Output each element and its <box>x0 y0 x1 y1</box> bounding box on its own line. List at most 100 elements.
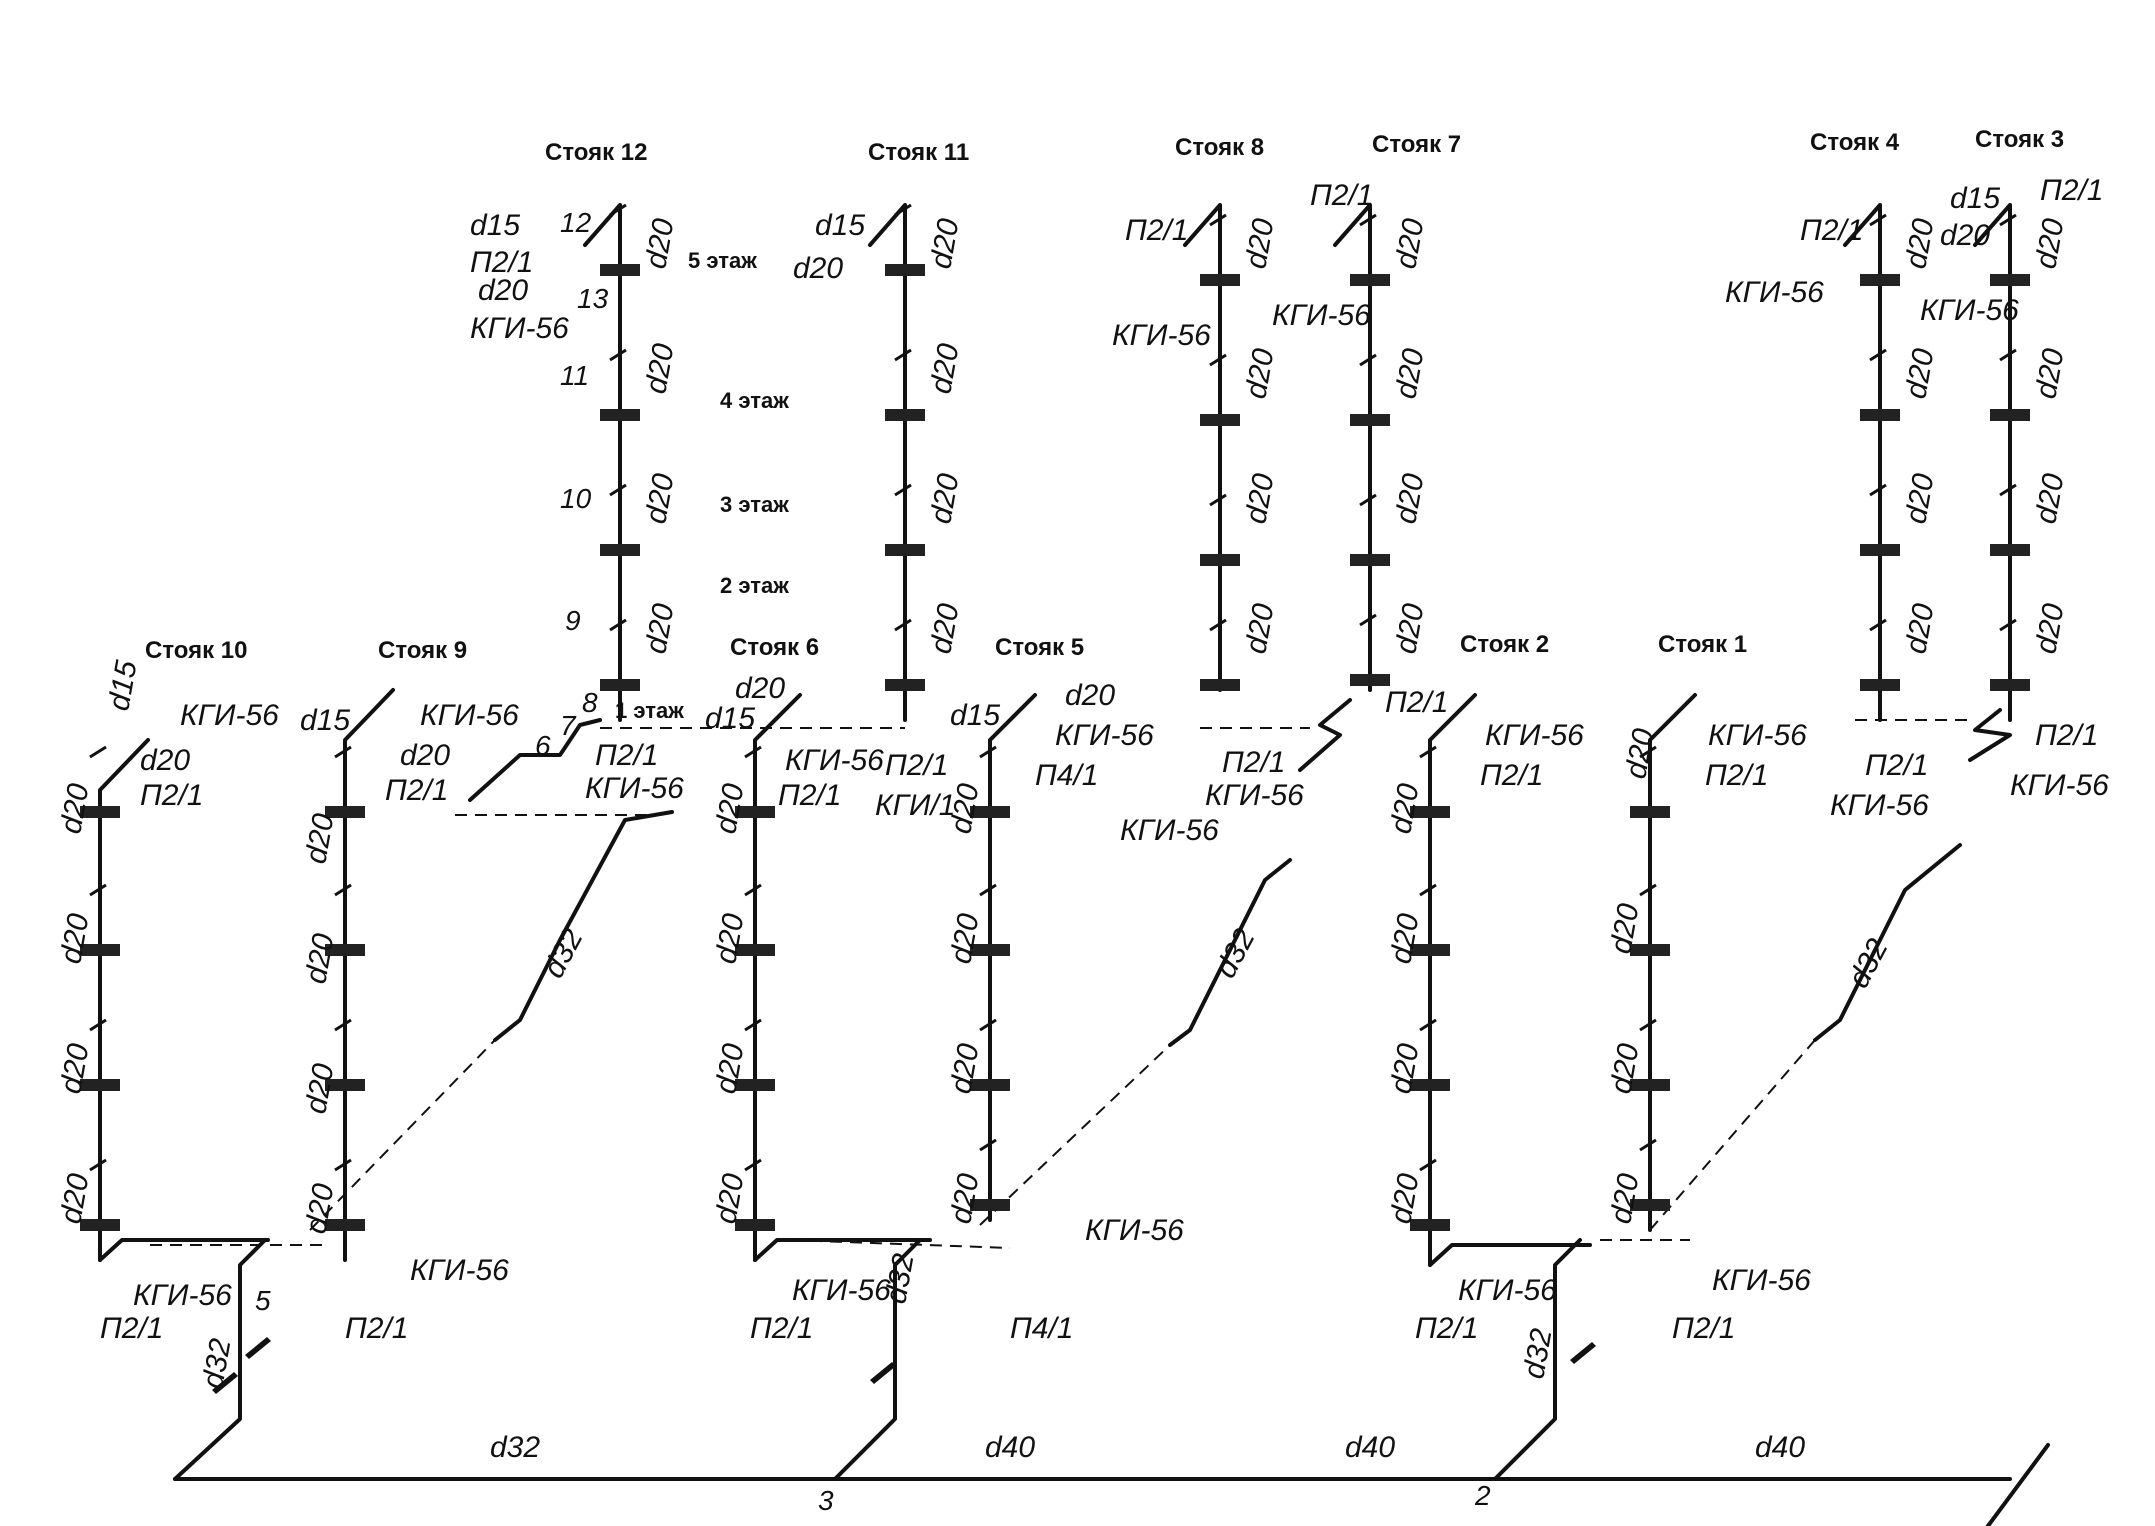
floor-support-mark <box>1630 944 1670 956</box>
stem-label-d32-left: d32 <box>196 1336 237 1391</box>
riser-d20-label: d20 <box>924 216 965 271</box>
node-number-8: 8 <box>582 687 598 718</box>
label-d20-r3: d20 <box>1940 219 1990 252</box>
riser-d20-label: d20 <box>1239 471 1280 526</box>
riser-d20-label: d20 <box>924 601 965 656</box>
label-kgi-r9b: КГИ-56 <box>410 1254 509 1287</box>
label-kgi-r1: КГИ-56 <box>1708 719 1807 752</box>
main-pipe-label-3: d40 <box>1345 1431 1395 1464</box>
floor-support-mark <box>1200 554 1240 566</box>
label-kgi-r3b: КГИ-56 <box>2010 769 2109 802</box>
floor-support-mark <box>80 806 120 818</box>
valve-tick-mark <box>894 618 912 632</box>
riser-d20-label: d20 <box>1239 346 1280 401</box>
main-pipe-label-4: d40 <box>1755 1431 1805 1464</box>
floor-support-mark <box>885 409 925 421</box>
valve-tick-mark <box>1209 213 1227 227</box>
valve-tick-mark <box>1869 483 1887 497</box>
floor-support-mark <box>325 806 365 818</box>
valve-tick-mark <box>89 745 107 759</box>
riser-d20-label: d20 <box>54 1171 95 1226</box>
floor-support-mark <box>885 264 925 276</box>
valve-tick-mark <box>1209 353 1227 367</box>
label-p21-r3b: П2/1 <box>2035 719 2098 752</box>
label-kgi-r3: КГИ-56 <box>1920 294 2019 327</box>
floor-support-mark <box>1990 679 2030 691</box>
floor-support-mark <box>1990 409 2030 421</box>
label-kgi-r4b: КГИ-56 <box>1830 789 1929 822</box>
riser-d20-label: d20 <box>639 471 680 526</box>
riser-title-4: Стояк 4 <box>1810 129 1900 156</box>
label-kgi-r12: КГИ-56 <box>470 312 569 345</box>
floor-support-mark <box>970 1079 1010 1091</box>
floor-support-mark <box>735 806 775 818</box>
label-p21-r1: П2/1 <box>1705 759 1768 792</box>
valve-tick-mark <box>1209 493 1227 507</box>
valve-tick-mark <box>89 1158 107 1172</box>
label-kgi-r2: КГИ-56 <box>1485 719 1584 752</box>
floor-label-2: 2 этаж <box>720 573 789 598</box>
riser-title-12: Стояк 12 <box>545 139 648 166</box>
riser-title-5: Стояк 5 <box>995 634 1084 661</box>
floor-support-mark <box>970 1199 1010 1211</box>
label-p21-r7b: П2/1 <box>1385 686 1448 719</box>
valve-tick-mark <box>1209 618 1227 632</box>
label-kgi-r10b: КГИ-56 <box>133 1279 232 1312</box>
node-label-2: 2 <box>1474 1480 1491 1511</box>
valve-tick-mark <box>1999 348 2017 362</box>
valve-tick-mark <box>894 203 912 217</box>
floor-support-mark <box>735 1079 775 1091</box>
floor-support-mark <box>970 944 1010 956</box>
floor-label-5: 5 этаж <box>688 248 757 273</box>
valve-tick-mark <box>1869 618 1887 632</box>
label-p21-r12: П2/1 <box>470 246 533 279</box>
label-p41-r5: П4/1 <box>1035 759 1098 792</box>
riser-d20-label: d20 <box>2029 471 2070 526</box>
floor-support-mark <box>1860 409 1900 421</box>
group-middle: d32 <box>753 203 1372 1384</box>
floor-support-mark <box>1860 679 1900 691</box>
node-number-10: 10 <box>560 483 592 514</box>
floor-support-mark <box>600 409 640 421</box>
label-kgi-r6b: КГИ-56 <box>792 1274 891 1307</box>
valve-tick-mark <box>1869 348 1887 362</box>
label-d20-r6: d20 <box>735 672 785 705</box>
label-kgi-r5: КГИ-56 <box>1055 719 1154 752</box>
floor-support-mark <box>885 679 925 691</box>
riser-d20-label: d20 <box>1239 216 1280 271</box>
valve-tick-mark <box>334 1158 352 1172</box>
riser-title-9: Стояк 9 <box>378 637 467 664</box>
valve-tick-mark <box>894 348 912 362</box>
label-d15-r12: d15 <box>470 209 520 242</box>
label-d20-r10: d20 <box>140 744 190 777</box>
floor-support-mark <box>1410 1079 1450 1091</box>
valve-tick-mark <box>609 203 627 217</box>
node-number-12: 12 <box>560 207 592 238</box>
valve-tick-mark <box>1359 353 1377 367</box>
floor-support-mark <box>735 944 775 956</box>
label-p21-r8b: П2/1 <box>1222 746 1285 779</box>
label-p21-r8: П2/1 <box>1125 214 1188 247</box>
floor-label-3: 3 этаж <box>720 492 789 517</box>
valve-tick-mark <box>894 483 912 497</box>
valve-tick-mark <box>1419 883 1437 897</box>
floor-label-1: 1 этаж <box>615 698 684 723</box>
valve-tick-mark <box>1999 618 2017 632</box>
valve-tick-mark <box>89 1018 107 1032</box>
top-riser-labels: d15 П2/1 d20 КГИ-56 d15 d20 П2/1 КГИ-56 … <box>470 174 2103 352</box>
label-d15-r5: d15 <box>950 699 1000 732</box>
label-kgi-r8c: КГИ-56 <box>1120 814 1219 847</box>
riser-title-10: Стояк 10 <box>145 637 248 664</box>
label-p21-r2b: П2/1 <box>1415 1312 1478 1345</box>
valve-tick-mark <box>609 618 627 632</box>
label-kgi-r12b: КГИ-56 <box>585 772 684 805</box>
riser-title-8: Стояк 8 <box>1175 134 1264 161</box>
riser-d20-label: d20 <box>639 216 680 271</box>
label-p21-r6: П2/1 <box>778 779 841 812</box>
riser-d20-label: d20 <box>709 781 750 836</box>
label-d20-r11a: d20 <box>793 252 843 285</box>
label-kgi-r8: КГИ-56 <box>1112 319 1211 352</box>
riser-d20-label: d20 <box>1899 216 1940 271</box>
valve-tick-mark <box>1639 883 1657 897</box>
riser-d20-label: d20 <box>1384 911 1425 966</box>
